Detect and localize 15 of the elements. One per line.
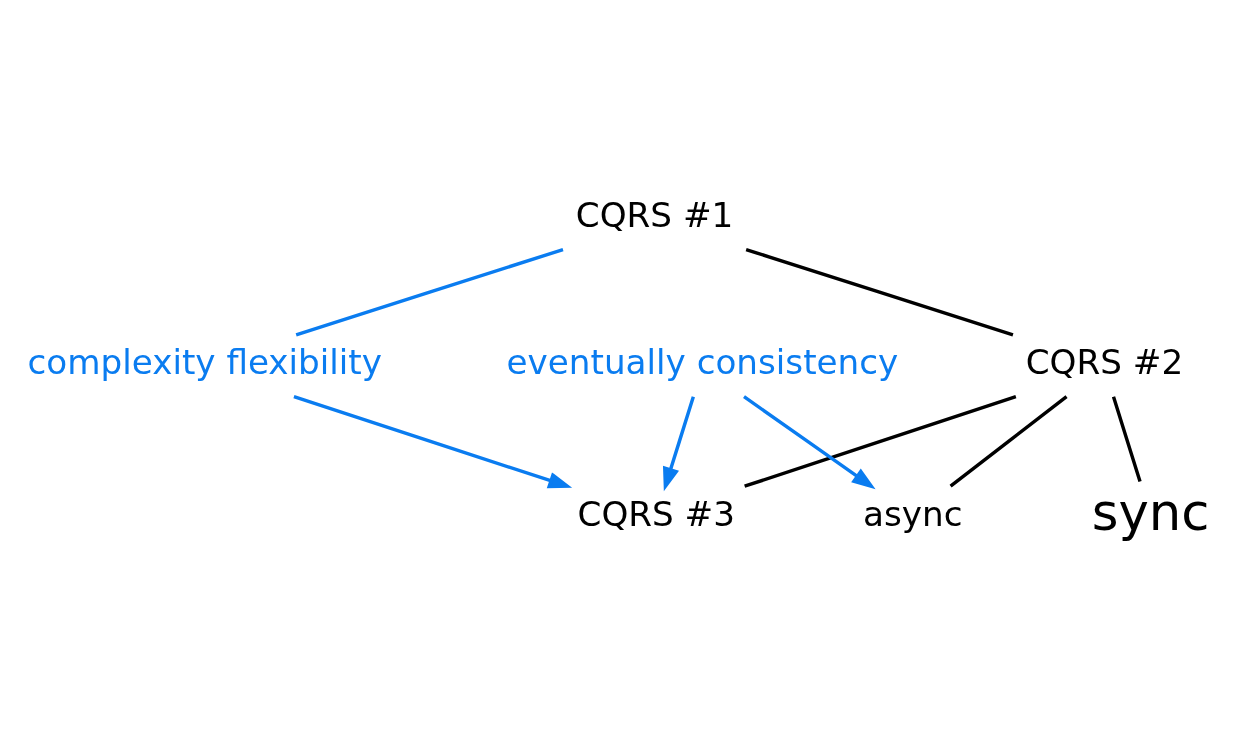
arrow xyxy=(662,396,695,492)
arrow xyxy=(293,395,573,489)
connector xyxy=(745,247,1014,337)
node-text: CQRS #3 xyxy=(577,493,736,534)
connector xyxy=(1111,396,1142,483)
node-text: CQRS #2 xyxy=(1025,342,1184,383)
node-text: CQRS #1 xyxy=(575,195,734,236)
node-text: eventually consistency xyxy=(506,342,899,383)
arrow xyxy=(743,395,876,490)
connector xyxy=(949,395,1068,488)
node-text: async xyxy=(863,493,963,534)
connector xyxy=(744,395,1017,488)
connector xyxy=(295,247,564,337)
node-text: complexity flexibility xyxy=(27,342,382,383)
node-text: sync xyxy=(1091,481,1210,542)
